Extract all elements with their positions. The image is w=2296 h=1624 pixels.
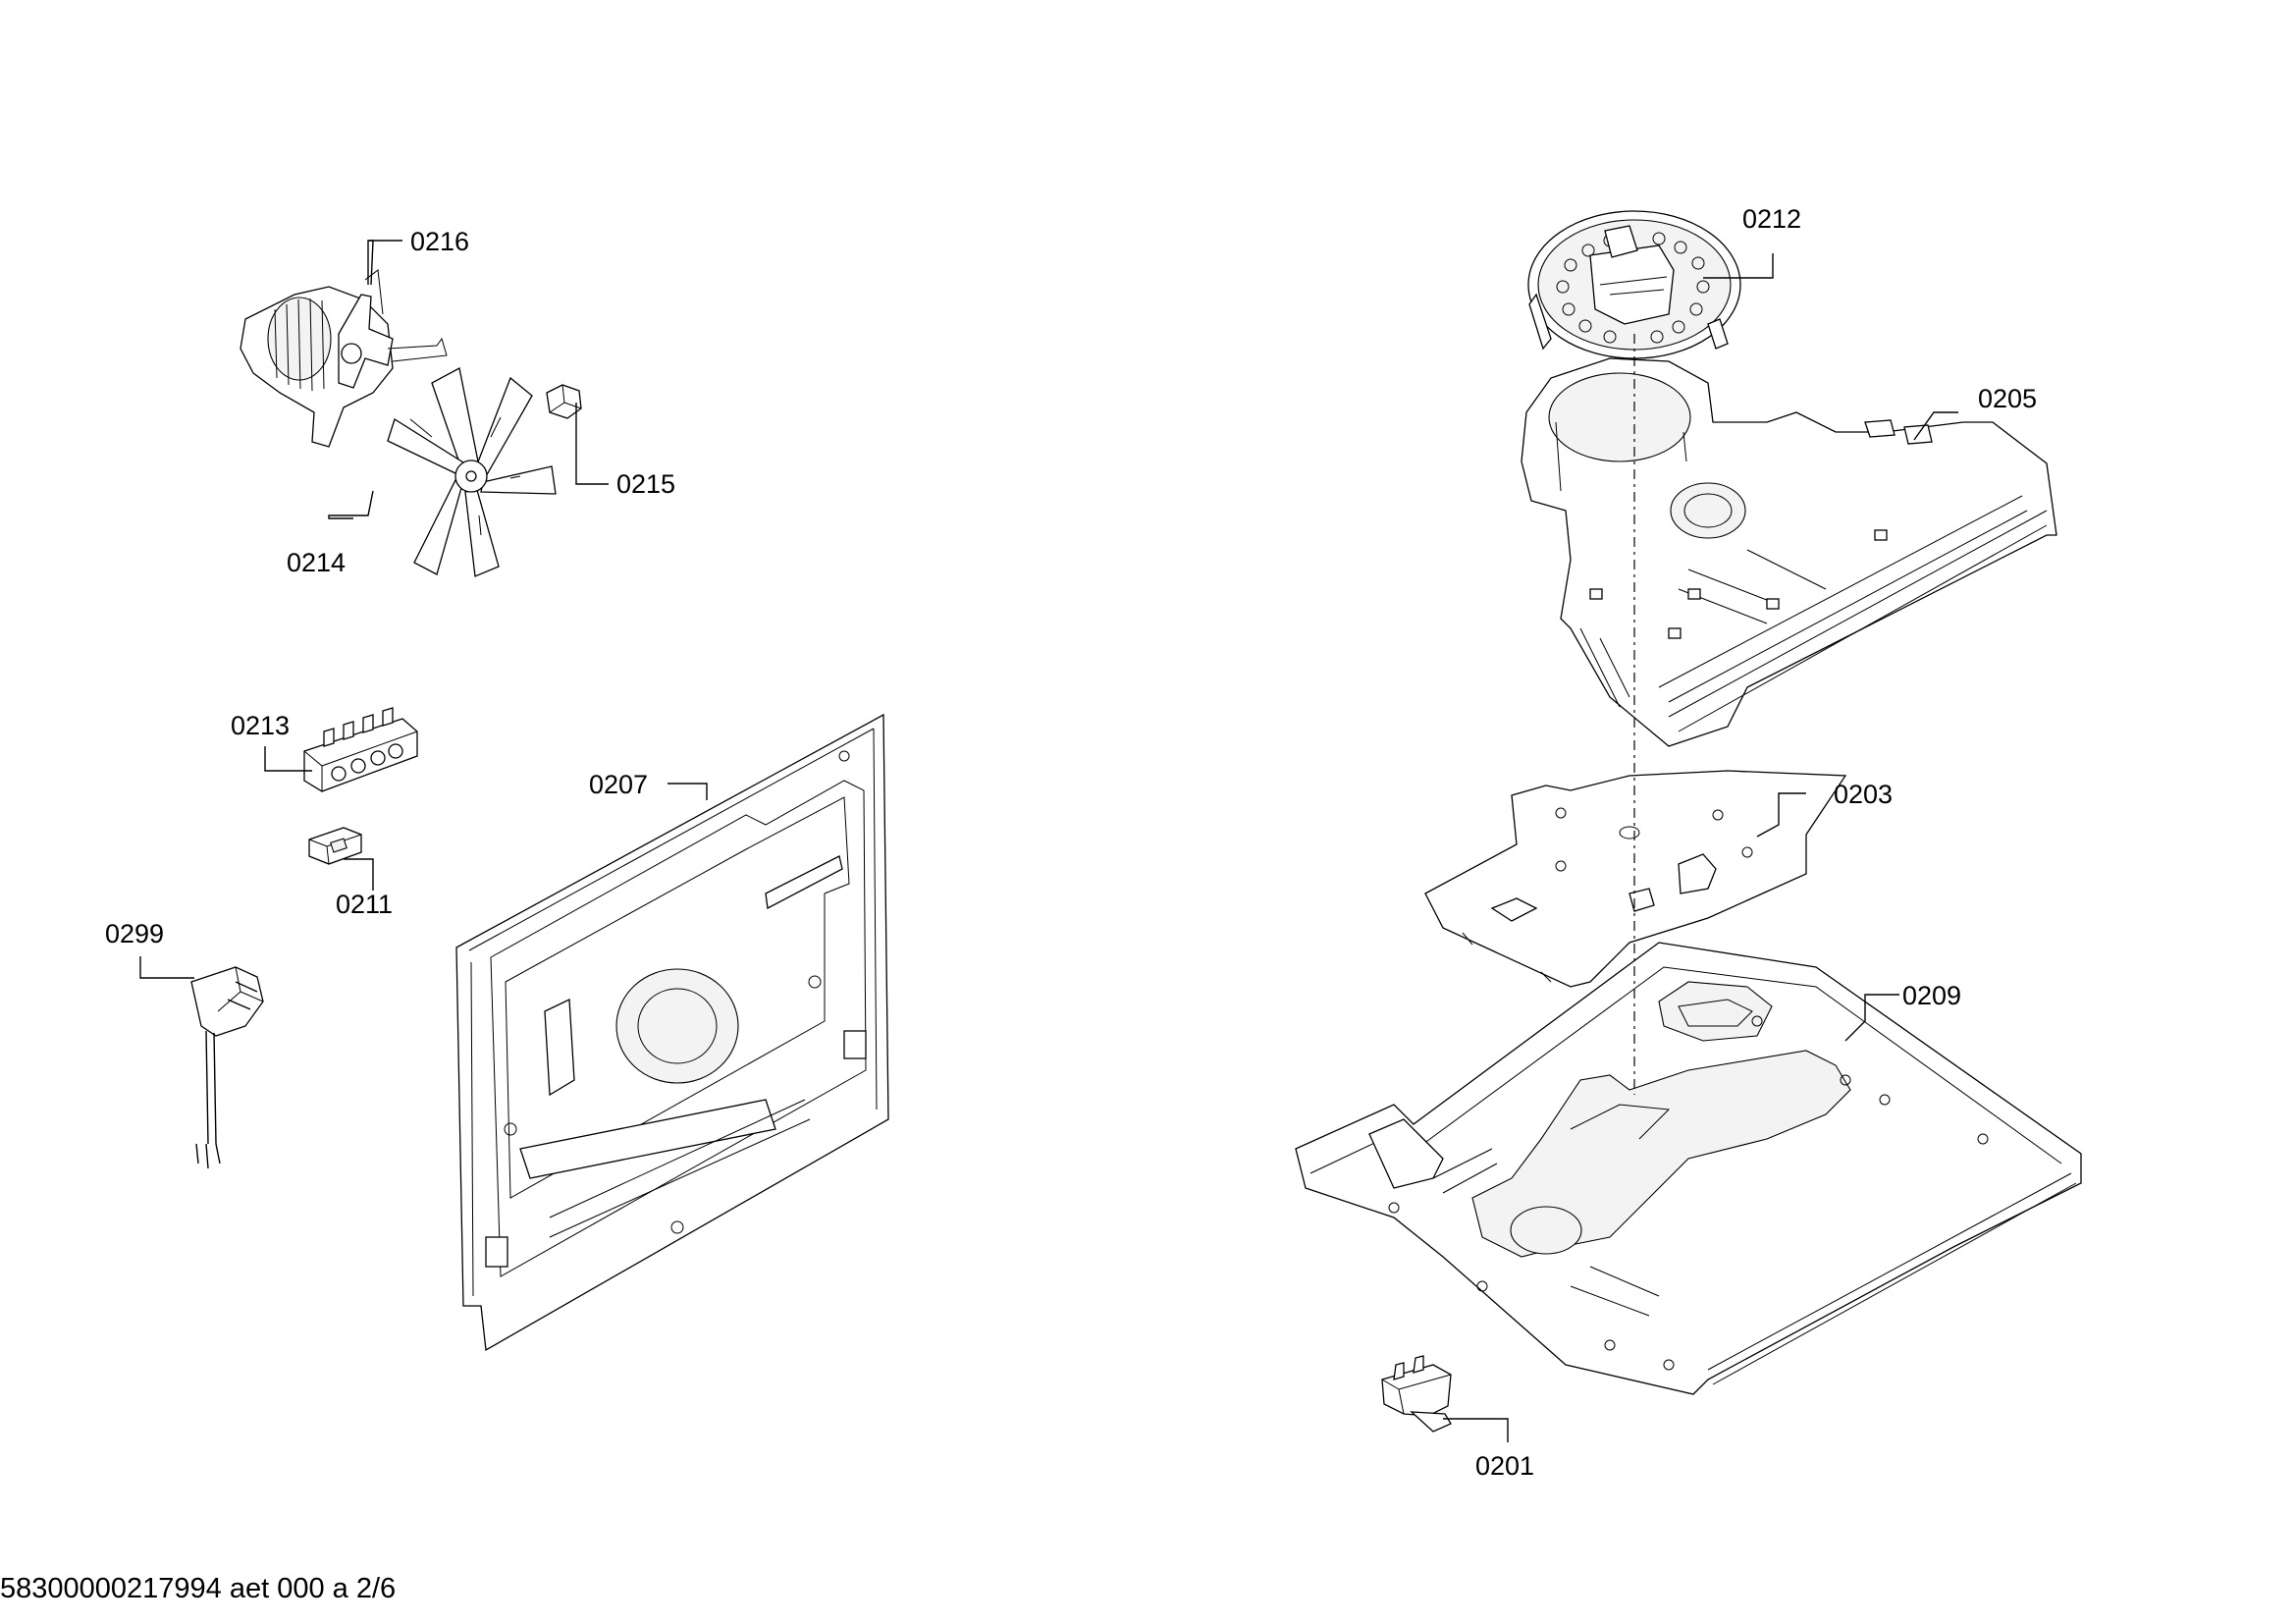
part-0201-clip[interactable] [1381, 1355, 1452, 1433]
label-0205: 0205 [1978, 384, 2037, 413]
part-0215-nut[interactable] [546, 384, 582, 419]
part-0212-blower[interactable] [1527, 210, 1741, 359]
part-0214-fan-wheel[interactable] [387, 367, 557, 577]
document-id: 58300000217994 aet 000 a 2/6 [0, 1573, 396, 1604]
part-0216-fan-motor[interactable] [240, 240, 448, 448]
part-0203-plate[interactable] [1424, 770, 1847, 988]
label-0201: 0201 [1475, 1451, 1534, 1481]
label-0212: 0212 [1742, 204, 1801, 234]
part-0211-bracket[interactable] [308, 827, 362, 865]
label-0207: 0207 [589, 770, 648, 799]
label-0209: 0209 [1902, 981, 1961, 1010]
label-0214: 0214 [287, 548, 346, 577]
label-0216: 0216 [410, 227, 469, 256]
label-0215: 0215 [616, 469, 675, 499]
part-0205-air-duct[interactable] [1521, 357, 2057, 747]
label-0203: 0203 [1834, 780, 1893, 809]
part-0209-base-frame[interactable] [1295, 942, 2082, 1395]
label-0213: 0213 [231, 711, 290, 740]
part-0207-rear-panel[interactable] [455, 713, 889, 1352]
part-0213-terminal-block[interactable] [303, 707, 418, 792]
leader-lines [139, 240, 1958, 1442]
label-0211: 0211 [336, 890, 393, 919]
label-0299: 0299 [105, 919, 164, 948]
part-0299-power-cord[interactable] [190, 966, 264, 1169]
